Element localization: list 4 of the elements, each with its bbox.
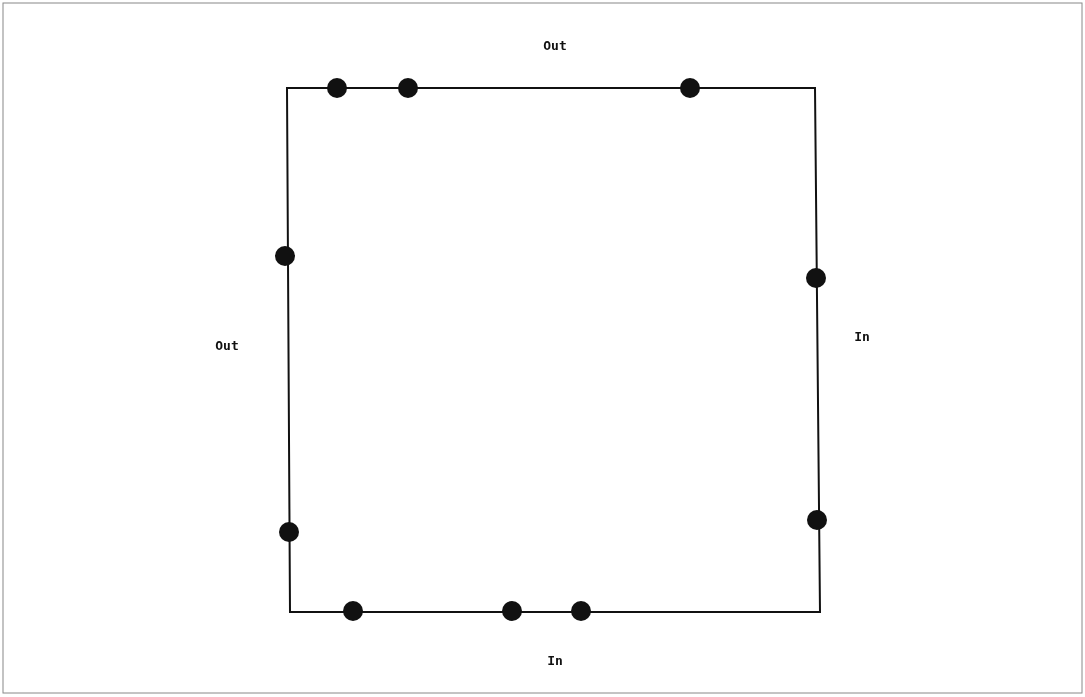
port-label: In — [547, 652, 563, 668]
port-label: Out — [543, 37, 567, 53]
port-label: In — [854, 328, 870, 344]
port-label: Out — [215, 337, 239, 353]
